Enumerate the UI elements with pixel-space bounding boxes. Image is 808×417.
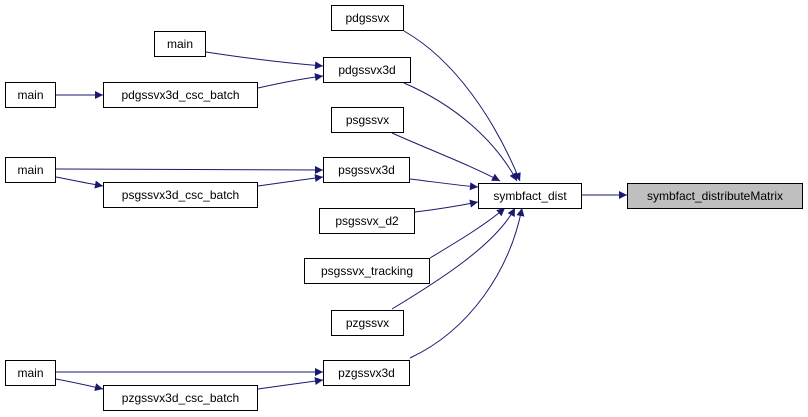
edge-main-c-to-psgssvx3d <box>55 165 324 174</box>
edge-main-d-to-pzgssvx3d-csc-batch <box>55 378 104 392</box>
edge-main-a-to-pdgssvx3d <box>205 51 324 70</box>
node-main-d[interactable]: main <box>5 360 56 386</box>
node-pdgssvx3d-csc-batch[interactable]: pdgssvx3d_csc_batch <box>103 82 258 108</box>
node-pdgssvx[interactable]: pdgssvx <box>331 5 404 31</box>
node-symbfact-distributematrix: symbfact_distributeMatrix <box>627 183 803 209</box>
edge-psgssvx-to-symbfact-dist <box>391 132 501 182</box>
node-pzgssvx3d-csc-batch[interactable]: pzgssvx3d_csc_batch <box>103 385 258 411</box>
edge-main-c-to-psgssvx3d-csc-batch <box>55 176 104 189</box>
edge-pdgssvx3d-csc-batch-to-pdgssvx3d <box>257 73 324 89</box>
edge-pzgssvx3d-to-symbfact-dist <box>409 207 525 359</box>
edge-psgssvx-d2-to-symbfact-dist <box>414 199 479 213</box>
node-pzgssvx[interactable]: pzgssvx <box>331 310 404 336</box>
node-symbfact-dist[interactable]: symbfact_dist <box>478 183 582 209</box>
node-psgssvx-tracking[interactable]: psgssvx_tracking <box>304 258 430 284</box>
edge-pdgssvx-to-symbfact-dist <box>403 30 521 182</box>
node-psgssvx3d-csc-batch[interactable]: psgssvx3d_csc_batch <box>103 182 258 208</box>
node-pdgssvx3d[interactable]: pdgssvx3d <box>323 57 411 83</box>
node-main-c[interactable]: main <box>5 157 56 183</box>
edge-psgssvx-tracking-to-symbfact-dist <box>429 207 506 259</box>
edge-pzgssvx3d-csc-batch-to-pzgssvx3d <box>257 377 324 390</box>
node-pzgssvx3d[interactable]: pzgssvx3d <box>323 360 410 386</box>
edge-psgssvx3d-csc-batch-to-psgssvx3d <box>257 174 324 187</box>
node-main-a[interactable]: main <box>154 31 206 57</box>
node-psgssvx3d[interactable]: psgssvx3d <box>323 157 410 183</box>
edge-pzgssvx-to-symbfact-dist <box>391 207 516 310</box>
node-psgssvx[interactable]: psgssvx <box>331 107 404 133</box>
edge-psgssvx3d-to-symbfact-dist <box>409 178 479 191</box>
node-psgssvx-d2[interactable]: psgssvx_d2 <box>319 208 415 234</box>
edge-pdgssvx3d-to-symbfact-dist <box>403 82 518 182</box>
node-main-b[interactable]: main <box>5 82 56 108</box>
